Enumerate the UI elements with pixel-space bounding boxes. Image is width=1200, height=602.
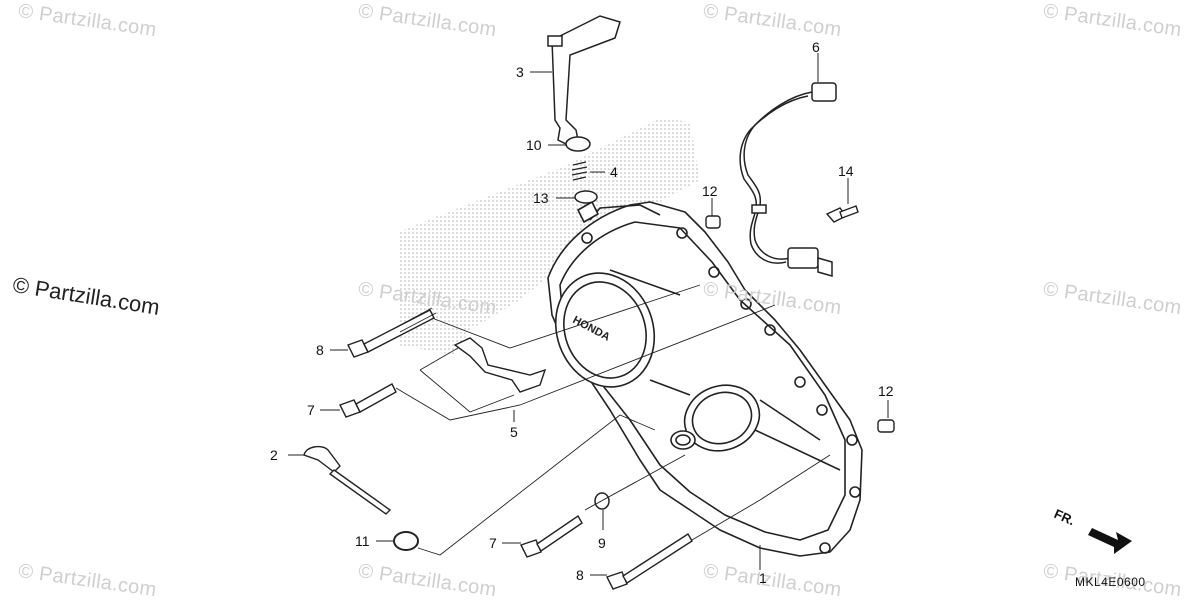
crankcase-cover[interactable] (540, 201, 863, 557)
o-ring-part[interactable] (393, 531, 419, 551)
bolt-part-8[interactable] (347, 307, 437, 358)
bolt-part-8[interactable] (606, 533, 693, 590)
dowel-pin[interactable] (877, 419, 895, 433)
callout-12: 12 (702, 183, 718, 199)
front-direction-arrow-icon (1088, 528, 1132, 554)
callout-3: 3 (516, 64, 524, 80)
engine-shading (398, 118, 700, 355)
callout-7: 7 (489, 535, 497, 551)
callout-4: 4 (610, 164, 618, 180)
leader-lines (288, 53, 889, 576)
callout-1: 1 (759, 570, 767, 586)
sensor-harness[interactable] (739, 82, 837, 277)
spring-part[interactable] (571, 161, 588, 181)
bolt-part-14[interactable] (825, 205, 859, 223)
callout-14: 14 (838, 163, 854, 179)
dowel-pin[interactable] (705, 215, 721, 229)
washer-part[interactable] (565, 136, 591, 152)
callout-2: 2 (270, 447, 278, 463)
oil-dipstick[interactable] (303, 445, 392, 515)
callout-6: 6 (812, 39, 820, 55)
bolt-part-7[interactable] (520, 514, 583, 558)
callout-8: 8 (316, 342, 324, 358)
callout-8: 8 (576, 567, 584, 583)
collar-part[interactable] (574, 190, 598, 204)
bolt-part-7[interactable] (339, 383, 397, 418)
callout-10: 10 (526, 137, 542, 153)
callout-9: 9 (598, 535, 606, 551)
callout-7: 7 (307, 402, 315, 418)
drawing-code: MKL4E0600 (1075, 575, 1146, 589)
bracket-part[interactable] (453, 337, 547, 393)
callout-13: 13 (533, 190, 549, 206)
callout-11: 11 (355, 533, 370, 549)
callout-5: 5 (510, 424, 518, 440)
callout-12: 12 (878, 383, 894, 399)
shaft-part[interactable] (547, 15, 621, 146)
